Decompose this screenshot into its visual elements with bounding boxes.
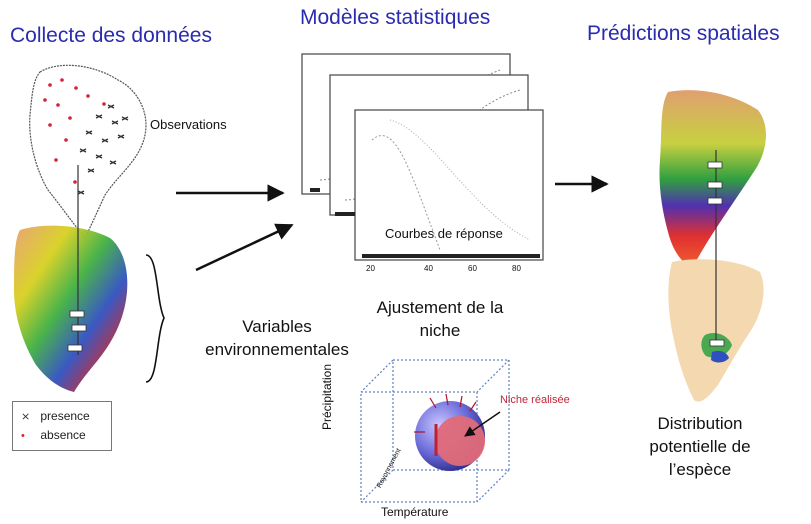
arrow-variables [195, 223, 294, 272]
data-rug [335, 212, 355, 216]
layer-marker [707, 197, 723, 205]
legend-presence-label: presence [40, 409, 90, 423]
legend-absence: • absence [21, 428, 86, 442]
header-collecte: Collecte des données [10, 24, 212, 47]
header-predictions: Prédictions spatiales [587, 22, 780, 45]
temperature-axis-label: Température [381, 505, 449, 519]
presence-markers [77, 104, 129, 195]
sphere-arrows [414, 393, 477, 433]
legend-absence-label: absence [40, 428, 86, 442]
data-rug [310, 188, 320, 192]
layer-marker [67, 344, 83, 352]
absence-markers [43, 78, 106, 184]
data-rug [362, 254, 540, 258]
layer-marker [69, 310, 85, 318]
realized-niche [435, 416, 485, 466]
tick-40: 40 [424, 264, 433, 273]
brace [145, 254, 165, 383]
layer-marker [707, 181, 723, 189]
prediction-zone [711, 350, 729, 363]
distribution-label: Distribution potentielle de l’espèce [649, 414, 751, 479]
layer-marker [709, 339, 725, 347]
layer-marker [71, 324, 87, 332]
adjustment-label: Ajustement de la niche [376, 298, 504, 340]
header-modeles: Modèles statistiques [300, 6, 491, 29]
arrow-niche [464, 411, 501, 437]
response-plot-front [354, 109, 544, 261]
precipitation-axis-label: Précipitation [320, 363, 334, 430]
observation-map [29, 64, 147, 240]
presence-icon: ⨯ [21, 411, 31, 423]
response-curves-label: Courbes de réponse [385, 226, 503, 241]
legend-presence: ⨯ presence [21, 409, 90, 423]
environment-map [14, 225, 128, 392]
absence-icon: • [21, 430, 25, 442]
variables-label: Variables environnementales [205, 317, 349, 359]
prediction-map-top [659, 90, 766, 269]
realized-niche-label: Niche réalisée [500, 394, 570, 406]
tick-60: 60 [468, 264, 477, 273]
tick-20: 20 [366, 264, 375, 273]
observations-label: Observations [150, 117, 227, 132]
layer-marker [707, 161, 723, 169]
legend: ⨯ presence • absence [12, 401, 112, 451]
tick-80: 80 [512, 264, 521, 273]
